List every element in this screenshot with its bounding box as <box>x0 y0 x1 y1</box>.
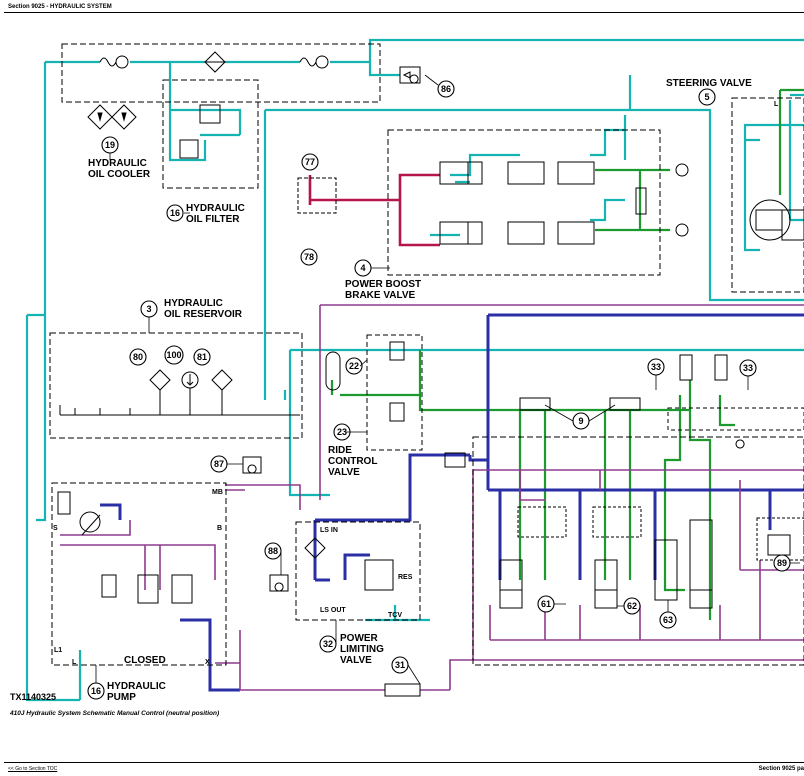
callout-leaders <box>95 74 800 685</box>
svg-text:3: 3 <box>146 304 151 314</box>
ride-control-label-2: CONTROL <box>328 456 377 467</box>
callout-5-circle <box>698 88 716 106</box>
svg-text:62: 62 <box>627 601 637 611</box>
svg-text:L: L <box>72 659 77 666</box>
svg-text:31: 31 <box>395 660 405 670</box>
svg-text:9: 9 <box>578 416 583 426</box>
svg-text:33: 33 <box>743 363 753 373</box>
svg-text:88: 88 <box>268 546 278 556</box>
figure-caption: 410J Hydraulic System Schematic Manual C… <box>10 710 220 717</box>
svg-text:L1: L1 <box>54 647 62 654</box>
page-number: Section 9025 pa <box>758 766 804 772</box>
svg-text:LS IN: LS IN <box>320 527 338 534</box>
svg-text:33: 33 <box>651 362 661 372</box>
svg-text:B: B <box>217 525 222 532</box>
footer-rule <box>4 762 804 763</box>
svg-text:5: 5 <box>704 92 709 102</box>
power-limiting-label-1: POWER <box>340 633 379 644</box>
svg-text:22: 22 <box>349 361 359 371</box>
pressure-lines <box>100 313 804 692</box>
callout-100-circle <box>164 345 184 365</box>
figure-id: TX1140325 <box>10 692 57 702</box>
svg-text:100: 100 <box>166 350 181 360</box>
brake-lines <box>308 173 440 247</box>
callout-78-circle <box>300 248 318 266</box>
callout-77-circle <box>301 153 319 171</box>
callout-81-circle <box>193 348 211 366</box>
section-header: Section 9025 - HYDRAULIC SYSTEM <box>8 4 112 10</box>
svg-text:S: S <box>53 525 58 532</box>
ride-control-label-3: VALVE <box>328 467 360 478</box>
component-labels: STEERING VALVE HYDRAULIC OIL COOLER HYDR… <box>88 78 752 703</box>
svg-text:L: L <box>774 101 779 108</box>
pilot-lines <box>330 88 804 620</box>
steering-valve-label: STEERING VALVE <box>666 78 752 89</box>
svg-text:89: 89 <box>777 558 787 568</box>
pump-label-1: HYDRAULIC <box>107 681 166 692</box>
callout-80-circle <box>129 348 147 366</box>
svg-text:77: 77 <box>305 157 315 167</box>
closed-label: CLOSED <box>124 655 166 666</box>
toc-link[interactable]: << Go to Section TOC <box>8 766 58 772</box>
svg-text:4: 4 <box>360 263 365 273</box>
power-limiting-label-3: VALVE <box>340 655 372 666</box>
svg-text:78: 78 <box>304 252 314 262</box>
svg-text:MB: MB <box>212 489 223 496</box>
callout-86-circle <box>437 80 455 98</box>
pump-label-2: PUMP <box>107 692 136 703</box>
svg-text:TCV: TCV <box>388 612 402 619</box>
oil-cooler-label-2: OIL COOLER <box>88 169 151 180</box>
svg-text:32: 32 <box>323 639 333 649</box>
callout-numbers: 86 5 19 16 77 78 4 3 80 100 81 22 23 33 … <box>91 84 787 696</box>
svg-text:16: 16 <box>170 208 180 218</box>
header-rule <box>4 12 804 13</box>
svg-text:86: 86 <box>441 84 451 94</box>
brake-valve-label-1: POWER BOOST <box>345 279 421 290</box>
oil-filter-label-2: OIL FILTER <box>186 214 240 225</box>
return-lines <box>25 38 804 702</box>
ride-control-label-1: RIDE <box>328 445 352 456</box>
oil-cooler-label-1: HYDRAULIC <box>88 158 147 169</box>
svg-text:87: 87 <box>214 459 224 469</box>
svg-text:19: 19 <box>105 140 115 150</box>
reservoir-label-1: HYDRAULIC <box>164 298 223 309</box>
svg-text:X: X <box>205 659 210 666</box>
svg-text:16: 16 <box>91 686 101 696</box>
reservoir-label-2: OIL RESERVOIR <box>164 309 243 320</box>
brake-valve-label-2: BRAKE VALVE <box>345 290 416 301</box>
svg-text:23: 23 <box>337 427 347 437</box>
oil-filter-label-1: HYDRAULIC <box>186 203 245 214</box>
components <box>49 43 804 697</box>
svg-text:81: 81 <box>197 352 207 362</box>
svg-text:63: 63 <box>663 615 673 625</box>
port-labels: MB S B L1 L X LS IN LS OUT RES TCV L <box>53 101 779 666</box>
power-limiting-label-2: LIMITING <box>340 644 384 655</box>
svg-text:80: 80 <box>133 352 143 362</box>
callout-16a-circle <box>166 204 184 222</box>
svg-text:RES: RES <box>398 574 413 581</box>
callout-22-circle <box>345 357 363 375</box>
callouts <box>87 80 791 700</box>
svg-text:LS OUT: LS OUT <box>320 607 346 614</box>
svg-text:61: 61 <box>541 599 551 609</box>
